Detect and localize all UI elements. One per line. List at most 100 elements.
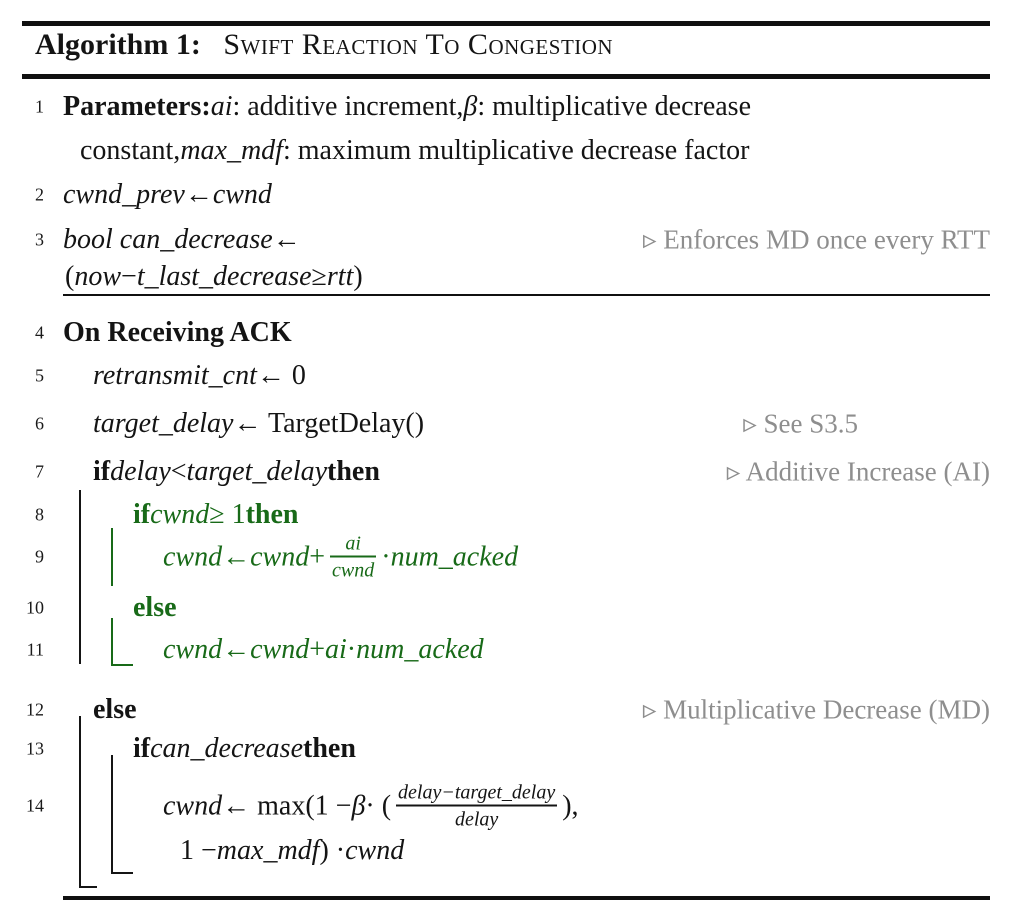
statement-text: if delay < target_delay then <box>93 456 380 488</box>
variable: cwnd <box>345 835 405 866</box>
keyword: then <box>245 499 299 530</box>
code-line: 11 cwnd ← cwnd + ai · num_acked <box>0 628 1014 672</box>
variable: cwnd <box>250 634 310 665</box>
variable: β <box>463 91 478 122</box>
line-number: 4 <box>35 322 44 343</box>
variable: num_acked <box>356 634 484 665</box>
statement-text: cwnd_prev ← cwnd <box>63 179 272 211</box>
fraction-bar <box>396 804 558 807</box>
fraction-numerator: delay−target_delay <box>398 781 556 804</box>
statement-text: bool can_decrease ← <box>63 224 301 256</box>
line-number: 12 <box>26 699 44 720</box>
line-number: 13 <box>26 738 44 759</box>
inline-comment: ▹ Additive Increase (AI) <box>726 456 990 487</box>
header-separator-rule <box>63 294 990 296</box>
operator-text: 1 − <box>180 835 217 866</box>
variable: retransmit_cnt <box>93 360 257 391</box>
variable: cwnd <box>250 541 310 572</box>
line-number: 11 <box>26 639 44 660</box>
variable: target_delay <box>93 408 234 439</box>
operator-text: ← <box>272 224 301 255</box>
block-line-inner-if-then <box>111 528 113 586</box>
statement-text: if cwnd ≥ 1 then <box>133 499 299 531</box>
operator-text: ← max(1 − <box>222 790 352 821</box>
statement-text: cwnd ← cwnd + ai · num_acked <box>163 634 484 666</box>
block-foot-inner-else <box>111 664 133 666</box>
operator-text: + <box>309 634 326 665</box>
variable: max_mdf <box>180 135 283 166</box>
operator-text: ), <box>562 790 579 821</box>
algorithm-caption: Algorithm 1: Swift Reaction To Congestio… <box>35 28 613 62</box>
code-line: 2 cwnd_prev ← cwnd <box>0 173 1014 217</box>
statement-text: On Receiving ACK <box>63 317 292 349</box>
operator-text: ≥ <box>311 261 327 292</box>
fraction-bar <box>330 555 377 558</box>
operator-text: ( <box>65 261 75 292</box>
block-line-md-else <box>79 716 81 888</box>
variable: cwnd_prev <box>63 179 185 210</box>
variable: delay <box>110 456 171 487</box>
inline-comment: ▹ Enforces MD once every RTT <box>642 224 990 255</box>
block-line-inner-else <box>111 618 113 666</box>
statement-text: else <box>133 592 177 624</box>
statement-text: 1 − max_mdf) · cwnd <box>180 835 404 867</box>
code-line: 10 else <box>0 586 1014 630</box>
operator-text: ← TargetDelay() <box>233 408 425 439</box>
fraction-denominator: delay <box>454 808 499 831</box>
variable: ai <box>325 634 347 665</box>
variable: cwnd <box>163 634 223 665</box>
block-foot-md-else <box>79 886 97 888</box>
code-line: 8 if cwnd ≥ 1 then <box>0 493 1014 537</box>
inline-comment: ▹ See S3.5 <box>743 408 858 439</box>
statement-text: if can_decrease then <box>133 733 356 765</box>
operator-text: · <box>346 634 357 665</box>
code-line: 12 else ▹ Multiplicative Decrease (MD) <box>0 688 1014 732</box>
operator-text: ≥ 1 <box>209 499 246 530</box>
statement-text: constant, max_mdf: maximum multiplicativ… <box>80 135 749 167</box>
statement-text: retransmit_cnt ← 0 <box>93 360 306 392</box>
keyword: else <box>93 694 137 725</box>
variable: t_last_decrease <box>136 261 312 292</box>
code-line: 7 if delay < target_delay then ▹ Additive … <box>0 450 1014 494</box>
variable: cwnd <box>212 179 272 210</box>
inline-comment: ▹ Multiplicative Decrease (MD) <box>642 694 990 725</box>
line-number: 14 <box>26 795 44 816</box>
statement-text: else <box>93 694 137 726</box>
operator-text: · ( <box>365 790 392 821</box>
operator-text: + <box>309 541 326 572</box>
algorithm-number-label: Algorithm 1: <box>35 28 201 61</box>
operator-text: constant, <box>80 135 181 166</box>
statement-text: Parameters: ai: additive increment, β: m… <box>63 91 751 123</box>
line-number: 7 <box>35 461 44 482</box>
code-line: 6 target_delay ← TargetDelay() ▹ See S3.5 <box>0 402 1014 446</box>
variable: cwnd <box>163 541 223 572</box>
keyword: if <box>133 733 151 764</box>
line-number: 3 <box>35 229 44 250</box>
variable: target_delay <box>186 456 328 487</box>
variable: now <box>74 261 122 292</box>
line-number: 2 <box>35 184 44 205</box>
operator-text: · <box>381 541 391 572</box>
line-number: 6 <box>35 413 44 434</box>
operator-text: : additive increment, <box>232 91 464 122</box>
fraction-denominator: cwnd <box>332 559 375 582</box>
variable: max_mdf <box>216 835 320 866</box>
operator-text: ← 0 <box>256 360 306 391</box>
keyword: else <box>133 592 177 623</box>
variable: cwnd <box>163 790 223 821</box>
keyword: then <box>303 733 356 764</box>
keyword: if <box>93 456 111 487</box>
line-number: 8 <box>35 504 44 525</box>
variable: can_decrease <box>150 733 304 764</box>
variable: num_acked <box>390 541 519 572</box>
variable: β <box>351 790 366 821</box>
line-number: 10 <box>26 597 44 618</box>
variable: bool can_decrease <box>63 224 273 255</box>
